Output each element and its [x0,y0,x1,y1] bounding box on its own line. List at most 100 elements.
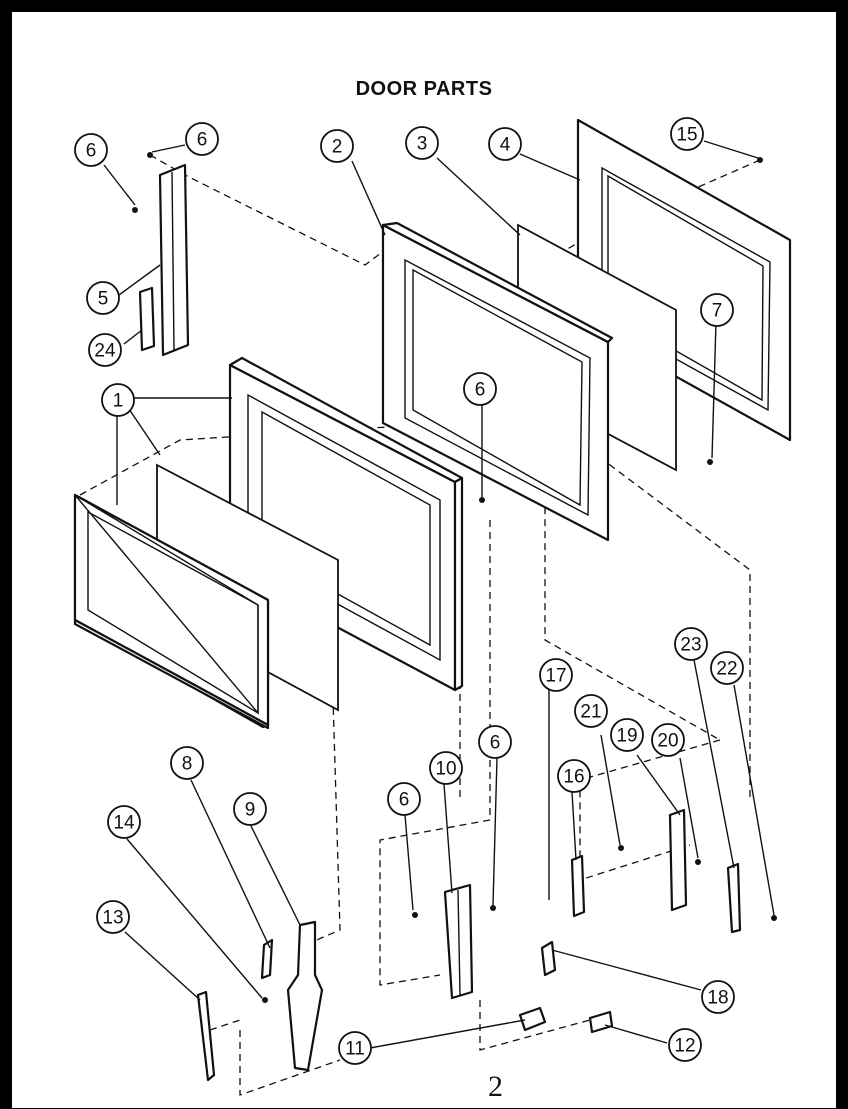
callout-number: 20 [657,731,678,752]
callout-circle [539,658,573,692]
callout-number: 14 [113,813,135,834]
callout-circle [88,333,122,367]
callout-16: 16 [557,759,591,793]
callout-number: 15 [676,125,697,146]
callout-circle [488,127,522,161]
callout-circle [674,627,708,661]
callout-circle [387,782,421,816]
callout-21: 21 [574,694,608,728]
callout-circle [557,759,591,793]
callout-number: 7 [712,301,723,322]
callout-10: 10 [429,751,463,785]
callout-number: 2 [332,137,343,158]
callout-number: 6 [490,733,501,754]
part-5-hinge-bracket [158,163,190,357]
part-23-hook [726,862,742,934]
callout-8: 8 [170,746,204,780]
part-12-switch [588,1010,614,1034]
part-20-screw [695,859,701,865]
callout-circle [74,133,108,167]
part-4-outer-panel [576,118,792,442]
callout-2: 2 [320,129,354,163]
callout-1: 1 [101,383,135,417]
callout-20: 20 [651,723,685,757]
part-15-screw [757,157,763,163]
callout-number: 6 [86,141,97,162]
callout-number: 13 [102,908,123,929]
part-7-screw [707,459,713,465]
callout-circle [320,129,354,163]
callout-number: 18 [707,988,728,1009]
callout-6: 6 [463,372,497,406]
part-9-latch [286,920,324,1072]
callout-circle [86,281,120,315]
part-19-lever [668,808,688,912]
callout-number: 4 [500,135,511,156]
part-6-screw [412,912,418,918]
callout-number: 23 [680,635,701,656]
callout-circle [338,1031,372,1065]
callout-circle [405,126,439,160]
callout-4: 4 [488,127,522,161]
part-8-latch-spring [260,938,274,980]
callout-circle [700,293,734,327]
callout-circle [185,122,219,156]
callout-number: 3 [417,134,428,155]
callout-number: 12 [674,1036,695,1057]
callout-number: 22 [716,659,737,680]
part-18-spring [540,940,557,977]
callout-3: 3 [405,126,439,160]
part-6-screw [490,905,496,911]
page-marker: 2 [488,1070,503,1103]
part-6-screw [147,152,153,158]
callout-circle [429,751,463,785]
diagram-title: DOOR PARTS [355,78,493,100]
callout-12: 12 [668,1028,702,1062]
callout-circle [233,792,267,826]
callout-6: 6 [387,782,421,816]
callout-number: 8 [182,754,193,775]
callout-circle [101,383,135,417]
callout-circle [670,117,704,151]
callout-14: 14 [107,805,141,839]
callout-6: 6 [478,725,512,759]
callout-15: 15 [670,117,704,151]
part-13-latch-lever [196,990,216,1082]
callout-number: 5 [98,289,109,310]
callout-number: 6 [399,790,410,811]
part-14-screw [262,997,268,1003]
callout-7: 7 [700,293,734,327]
callout-23: 23 [674,627,708,661]
callout-circle [107,805,141,839]
callout-number: 21 [580,702,601,723]
callout-17: 17 [539,658,573,692]
callout-9: 9 [233,792,267,826]
callout-number: 1 [113,391,124,412]
part-6-screw [479,497,485,503]
callout-circle [651,723,685,757]
callout-19: 19 [610,718,644,752]
callout-leaders [103,140,775,1049]
part-10-switch-bracket [443,883,474,1000]
part-6-screw [132,207,138,213]
callout-circle [574,694,608,728]
callout-number: 24 [94,341,116,362]
part-16-actuator [570,854,586,918]
part-1-front-frame [73,493,270,730]
part-1-door-box [228,356,464,692]
callout-6: 6 [74,133,108,167]
callout-22: 22 [710,651,744,685]
callout-circle [478,725,512,759]
callout-circle [710,651,744,685]
callout-11: 11 [338,1031,372,1065]
part-11-switch [518,1006,547,1032]
part-24-hinge-block [138,286,156,352]
callout-circle [96,900,130,934]
callout-5: 5 [86,281,120,315]
callout-24: 24 [88,333,122,367]
callout-number: 6 [197,130,208,151]
callout-number: 19 [616,726,637,747]
callout-number: 9 [245,800,256,821]
